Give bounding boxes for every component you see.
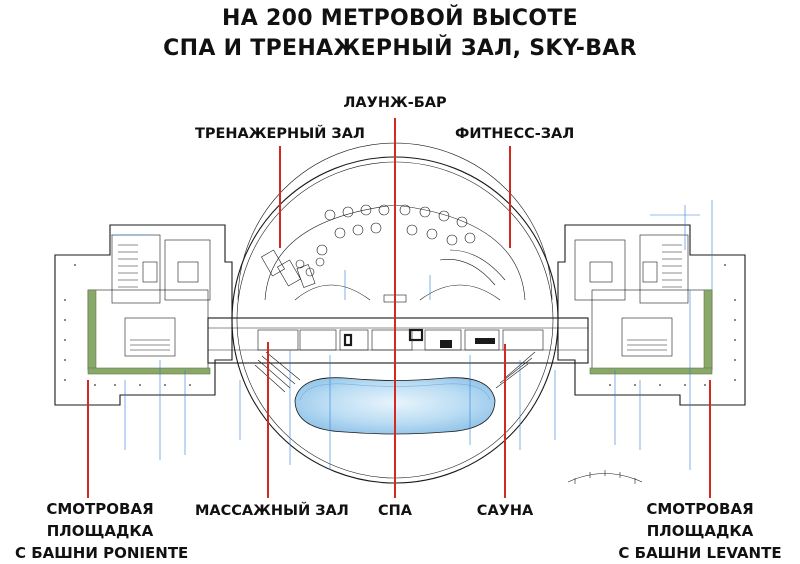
label-massage: МАССАЖНЫЙ ЗАЛ <box>195 503 349 519</box>
label-deck-levante: СМОТРОВАЯ ПЛОЩАДКА С БАШНИ LEVANTE <box>615 498 785 564</box>
label-spa: СПА <box>378 503 412 519</box>
label-deck-poniente-line1: СМОТРОВАЯ <box>46 500 154 518</box>
label-sauna: САУНА <box>476 503 534 519</box>
tower-poniente <box>54 224 233 406</box>
scale-arc <box>567 470 643 484</box>
tower-levante <box>557 224 746 406</box>
annotation-leaders <box>110 200 713 470</box>
label-gym: ТРЕНАЖЕРНЫЙ ЗАЛ <box>195 126 365 142</box>
label-deck-levante-line3: С БАШНИ LEVANTE <box>618 544 782 562</box>
callout-lines <box>87 118 711 498</box>
title-line-1: НА 200 МЕТРОВОЙ ВЫСОТЕ <box>221 6 579 31</box>
central-corridor <box>207 317 589 364</box>
label-deck-poniente-line2: ПЛОЩАДКА <box>46 522 154 540</box>
label-deck-poniente-line3: С БАШНИ PONIENTE <box>15 544 189 562</box>
terrace-grid <box>64 264 736 386</box>
label-lounge-bar: ЛАУНЖ-БАР <box>343 95 447 111</box>
title-line-2: СПА И ТРЕНАЖЕРНЫЙ ЗАЛ, SKY-BAR <box>163 36 637 61</box>
label-deck-poniente: СМОТРОВАЯ ПЛОЩАДКА С БАШНИ PONIENTE <box>15 498 189 564</box>
label-deck-levante-line1: СМОТРОВАЯ <box>646 500 754 518</box>
gym-equipment <box>261 249 316 288</box>
lounge-tables <box>295 204 476 303</box>
label-fitness: ФИТНЕСС-ЗАЛ <box>455 126 575 142</box>
label-deck-levante-line2: ПЛОЩАДКА <box>646 522 754 540</box>
